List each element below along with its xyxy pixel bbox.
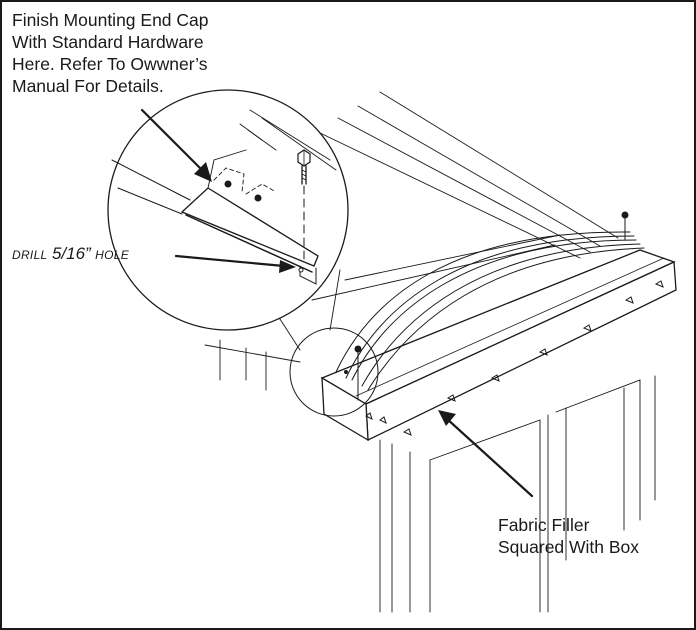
- leader-arrows: [140, 108, 534, 498]
- finish-callout-line-2: With Standard Hardware: [12, 32, 204, 52]
- finish-callout-line-3: Here. Refer To Owwner’s: [12, 54, 208, 74]
- finish-callout-line-1: Finish Mounting End Cap: [12, 10, 209, 30]
- drill-hole-label: DRILL 5/16” HOLE: [12, 244, 129, 264]
- drill-size: 5/16”: [51, 244, 91, 263]
- roof-lines: [311, 91, 619, 301]
- window-frames: [204, 339, 656, 613]
- drill-hole-word: HOLE: [95, 248, 130, 262]
- finish-callout-line-4: Manual For Details.: [12, 76, 164, 96]
- awning-box: [320, 249, 677, 442]
- box-notches: [365, 280, 664, 436]
- drill-word: DRILL: [12, 248, 48, 262]
- arched-fabric: [335, 231, 645, 391]
- fabric-callout-line-1: Fabric Filler: [498, 515, 590, 535]
- fabric-filler-callout: Fabric Filler Squared With Box: [498, 514, 688, 558]
- finish-mounting-callout: Finish Mounting End Cap With Standard Ha…: [12, 9, 312, 97]
- arrow-heads: [194, 162, 456, 426]
- small-detail-circle: [289, 327, 379, 417]
- large-detail-circle: [107, 89, 349, 331]
- fabric-callout-line-2: Squared With Box: [498, 537, 640, 557]
- right-bolt: [621, 211, 629, 241]
